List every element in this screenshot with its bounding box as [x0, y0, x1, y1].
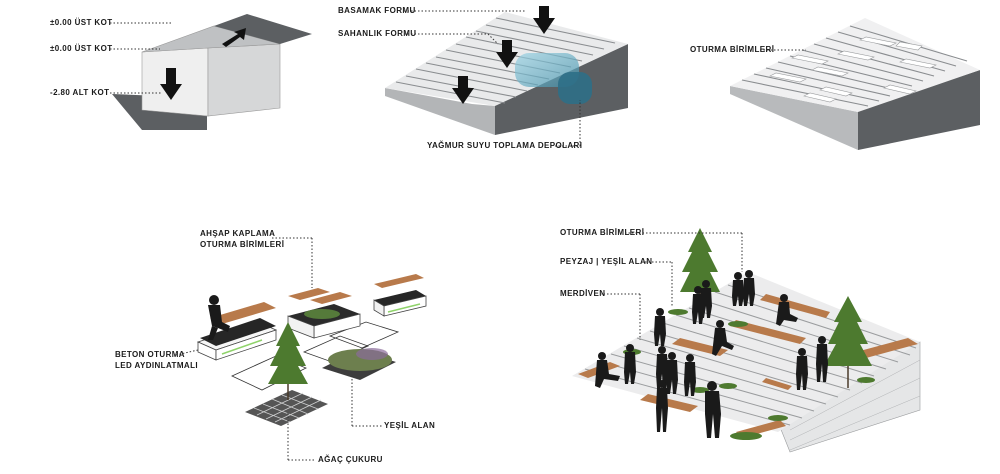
arrow-down-icon: [452, 76, 474, 104]
base-panel-outline: [231, 355, 307, 391]
concrete-label-line2: LED AYDINLATMALI: [115, 361, 198, 370]
seating-top-surface: [730, 18, 980, 112]
seating-blocks: [769, 36, 937, 103]
person-silhouette-icon: [684, 354, 696, 396]
led-strip: [221, 339, 263, 355]
person-silhouette-icon: [705, 381, 721, 438]
concrete-label-line1: BETON OTURMA: [115, 350, 185, 359]
level-label-3: -2.80 ALT KOT: [50, 88, 109, 97]
upper-level-slab: [214, 14, 312, 44]
seating-label: OTURMA BİRİMLERİ: [690, 45, 774, 54]
perspective-stairs: OTURMA BİRİMLERİ PEYZAJ | YEŞİL ALAN MER…: [560, 228, 921, 453]
steps-label-3: YAĞMUR SUYU TOPLAMA DEPOLARI: [427, 141, 582, 150]
leader-line: [175, 349, 199, 356]
wood-slab: [288, 288, 330, 300]
right-bench-side: [373, 299, 385, 317]
person-silhouette-icon: [743, 270, 755, 306]
tree-pit-label: AĞAÇ ÇUKURU: [318, 455, 383, 464]
arrow-down-right-icon: [222, 28, 246, 47]
planter-green: [304, 309, 340, 319]
person-silhouette-icon: [656, 380, 668, 432]
seating-step-lines: [741, 25, 968, 107]
steps-diagram: BASAMAK FORMU SAHANLIK FORMU YAĞMUR SUYU…: [338, 6, 628, 150]
led-strip: [387, 303, 421, 313]
person-silhouette-icon: [796, 348, 808, 390]
level-diagram: ±0.00 ÜST KOT ±0.00 ÜST KOT -2.80 ALT KO…: [50, 14, 312, 130]
seating-side-wall: [858, 70, 980, 150]
leader-line: [487, 33, 499, 45]
steps-label-1: BASAMAK FORMU: [338, 6, 416, 15]
people-silhouettes: [595, 270, 828, 438]
person-silhouette-icon: [595, 352, 620, 388]
rain-tank-lower: [558, 72, 592, 104]
tree-pit-grid: [245, 390, 328, 426]
person-silhouette-icon: [624, 344, 636, 384]
perspective-label-2: PEYZAJ | YEŞİL ALAN: [560, 257, 652, 266]
base-panel-outline: [302, 335, 370, 363]
seating-diagram: OTURMA BİRİMLERİ: [690, 18, 980, 150]
wood-label-line1: AHŞAP KAPLAMA: [200, 229, 275, 238]
level-label-1: ±0.00 ÜST KOT: [50, 18, 113, 27]
wood-label-line2: OTURMA BİRİMLERİ: [200, 240, 284, 249]
person-silhouette-icon: [816, 336, 828, 382]
lower-ground-edge: [385, 88, 495, 135]
person-silhouette-icon: [656, 346, 668, 388]
person-silhouette-icon: [692, 286, 704, 324]
flowers: [356, 348, 388, 360]
arrow-down-icon: [160, 68, 182, 100]
person-silhouette-icon: [654, 308, 666, 346]
bench-dark-top: [200, 318, 276, 346]
perspective-label-1: OTURMA BİRİMLERİ: [560, 228, 644, 237]
perspective-label-3: MERDİVEN: [560, 289, 605, 298]
person-silhouette-icon: [732, 272, 744, 306]
seating-front-edge: [730, 86, 858, 150]
right-wood-slab: [374, 274, 424, 288]
exploded-module: AHŞAP KAPLAMA OTURMA BİRİMLERİ BETON OTU…: [115, 229, 435, 464]
person-silhouette-icon: [208, 295, 230, 340]
person-silhouette-icon: [712, 320, 734, 356]
arrow-down-icon: [533, 6, 555, 34]
tree-icon: [268, 322, 308, 384]
person-silhouette-icon: [776, 294, 798, 326]
right-bench-top: [374, 290, 426, 306]
wood-seat-slab: [210, 302, 276, 324]
box-side-face: [207, 43, 281, 117]
tree-icon: [824, 296, 872, 388]
arrow-down-icon: [496, 40, 518, 68]
person-silhouette-icon: [666, 352, 678, 394]
wood-slab: [310, 292, 352, 304]
wall-brick-lines: [789, 359, 921, 451]
level-label-2: ±0.00 ÜST KOT: [50, 44, 113, 53]
green-label: YEŞİL ALAN: [384, 421, 435, 430]
steps-label-2: SAHANLIK FORMU: [338, 29, 416, 38]
